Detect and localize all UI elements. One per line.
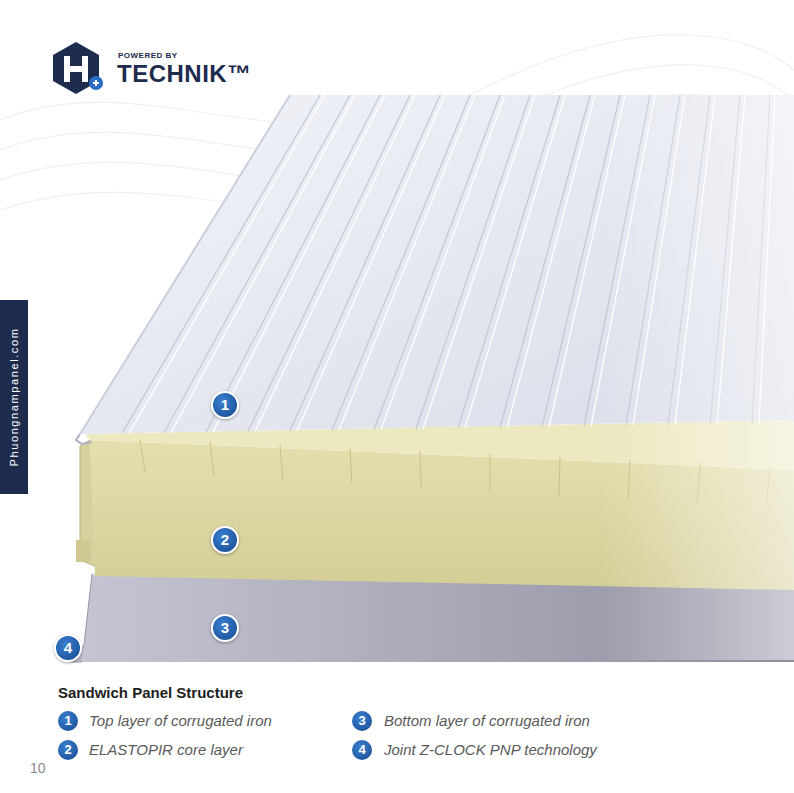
legend-text: Bottom layer of corrugated iron [384,712,590,729]
legend-number: 1 [58,711,78,731]
callout-number: 2 [211,526,239,554]
callout-number: 3 [211,614,239,642]
legend-number: 2 [58,740,78,760]
side-bar [0,300,28,494]
legend-text: ELASTOPIR core layer [89,741,243,758]
logo-wordmark: TECHNIK™ [117,60,252,88]
callout-number: 4 [54,634,82,662]
legend-text: Top layer of corrugated iron [89,712,272,729]
callout-number: 1 [211,391,239,419]
page-number: 10 [30,760,46,776]
legend-text: Joint Z-CLOCK PNP technology [384,741,597,758]
legend-number: 4 [352,740,372,760]
diagram-title: Sandwich Panel Structure [58,684,243,701]
side-url: Phuongnampanel.com [8,328,20,467]
logo-mark [53,42,103,94]
legend-number: 3 [352,711,372,731]
logo-tagline: POWERED BY [118,51,178,60]
